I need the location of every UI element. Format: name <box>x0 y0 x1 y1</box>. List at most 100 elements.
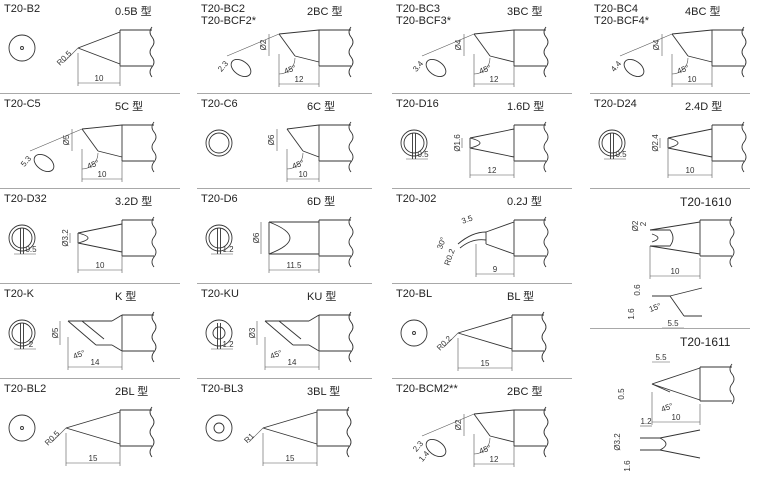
taper-top <box>671 29 713 35</box>
model-name: T20-D24 <box>594 98 637 110</box>
front-view-circle <box>205 129 233 157</box>
length-label: 14 <box>288 358 297 367</box>
diameter-label: Ø3 <box>248 327 257 338</box>
radius-label: R1 <box>242 431 256 445</box>
diameter-label: Ø5 <box>62 134 71 145</box>
front-view-center <box>20 426 24 430</box>
angle-label: 45° <box>478 443 492 456</box>
model-name: T20-C5 <box>4 98 41 110</box>
break-line <box>729 216 735 268</box>
taper-bottom <box>485 243 515 255</box>
oval-label: 4.4 <box>609 59 623 74</box>
break-line <box>543 26 549 78</box>
front-view-circle <box>8 319 36 347</box>
diameter-label: Ø5 <box>51 327 60 338</box>
taper-top <box>469 128 515 139</box>
tip-type: 3BL 型 <box>307 386 341 398</box>
break-line <box>149 406 155 458</box>
width-label: 2 <box>29 340 34 349</box>
width-label: 1.2 <box>222 245 234 254</box>
length-label: 12 <box>488 166 497 175</box>
model-name: T20-BC3 <box>396 3 441 15</box>
length-label: 12 <box>295 75 304 84</box>
break-line <box>729 363 735 405</box>
angle-arc <box>473 437 491 455</box>
radius-label: R0.2 <box>435 334 454 353</box>
tip-type: 0.2J 型 <box>507 196 542 208</box>
length-label: 15 <box>481 359 490 368</box>
divider <box>0 378 180 379</box>
tip-model: T20-1611 <box>680 336 730 348</box>
length-label: 15 <box>89 454 98 463</box>
tip-model: T20-BL2 <box>4 383 46 395</box>
diameter-label: Ø2.4 <box>651 134 660 152</box>
diameter-label: Ø2 <box>454 419 463 430</box>
angle-label: 45° <box>86 158 100 171</box>
taper-bottom <box>457 332 513 350</box>
bevel-face <box>651 383 671 393</box>
front-view-circle <box>205 319 233 347</box>
oval-label: 2.3 <box>216 59 230 74</box>
gap-label: 2 <box>639 221 648 226</box>
radius-label: R0.5 <box>43 429 62 448</box>
taper-top <box>77 31 121 49</box>
taper-bottom <box>649 245 701 255</box>
angle-label: 30° <box>435 236 448 250</box>
taper-bottom <box>302 150 320 158</box>
tip-model: T20-1610 <box>680 196 731 208</box>
break-line <box>348 26 354 78</box>
taper-bottom <box>469 147 515 158</box>
taper-top <box>651 367 701 385</box>
bevel-face <box>671 33 689 57</box>
break-line <box>741 26 747 78</box>
angle-label: 45° <box>676 63 690 76</box>
front-view-inner <box>11 322 33 344</box>
length-label: 15 <box>286 454 295 463</box>
diameter-label: Ø6 <box>252 232 261 243</box>
front-view-inner <box>208 132 230 154</box>
front-view-inner <box>208 227 230 249</box>
front-view-inner <box>212 326 226 340</box>
taper-top <box>286 124 320 130</box>
side-width-label: 1.2 <box>640 417 652 426</box>
tip-type: 2BC 型 <box>507 386 543 398</box>
tip-model: T20-J02 <box>396 193 436 205</box>
width-label: 0.5 <box>25 245 37 254</box>
blade-edge <box>264 320 294 346</box>
taper-top <box>262 411 318 429</box>
taper-bottom <box>77 242 123 253</box>
leader <box>443 332 459 348</box>
front-view-inner <box>213 422 225 434</box>
front-view-circle <box>8 414 36 442</box>
neck <box>308 344 320 352</box>
model-name: T20-C6 <box>201 98 238 110</box>
tip-drawing: R0.2 15 <box>400 311 547 371</box>
length-label: 10 <box>686 166 695 175</box>
tip-type: 2.4D 型 <box>685 101 723 113</box>
diameter-label: Ø1.6 <box>453 134 462 152</box>
radius-label: R0.2 <box>443 247 457 266</box>
projection-line <box>29 128 83 152</box>
tip-cell-t20-bl3: T20-BL3 3BL 型 R1 15 <box>197 380 382 476</box>
divider <box>197 378 372 379</box>
tip-model: T20-BL3 <box>201 383 243 395</box>
length-label: 10 <box>95 74 104 83</box>
diameter-label: Ø6 <box>267 134 276 145</box>
front-view-circle <box>8 224 36 252</box>
model-name: T20-J02 <box>396 193 437 205</box>
chisel-face <box>469 137 481 149</box>
split-tip <box>650 229 674 247</box>
